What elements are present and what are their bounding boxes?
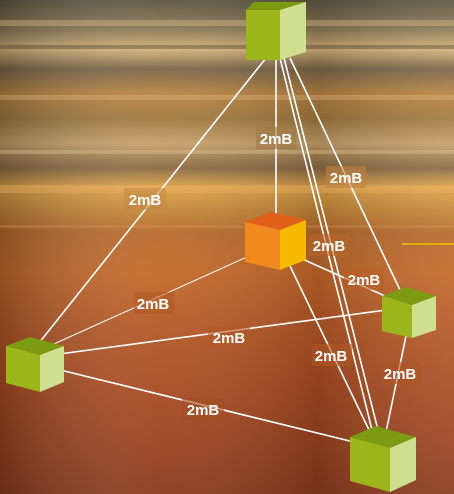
nodes bbox=[6, 2, 436, 492]
edge-label-left-right: 2mB bbox=[213, 330, 246, 347]
edge-label-center-right: 2mB bbox=[348, 272, 381, 289]
cube-node-center bbox=[245, 212, 306, 270]
edge-label-top-right: 2mB bbox=[330, 170, 363, 187]
edge-top-bottom-a bbox=[279, 57, 332, 266]
cube-node-left bbox=[6, 337, 64, 392]
cube-node-right bbox=[382, 287, 436, 338]
cube-node-top bbox=[246, 2, 306, 60]
edge-label-center-bottom: 2mB bbox=[315, 348, 348, 365]
edge-label-top-center: 2mB bbox=[260, 131, 293, 148]
cube-node-bottom bbox=[350, 426, 416, 492]
edge-label-right-bottom: 2mB bbox=[384, 366, 417, 383]
edge-label-top-left: 2mB bbox=[129, 192, 162, 209]
edge-label-center-left: 2mB bbox=[137, 296, 170, 313]
edge-label-top-bottom-a: 2mB bbox=[313, 238, 346, 255]
edge-label-left-bottom: 2mB bbox=[187, 402, 220, 419]
edge-labels: 2mB 2mB 2mB 2mB 2mB 2mB 2mB 2mB 2mB 2mB bbox=[124, 127, 422, 420]
